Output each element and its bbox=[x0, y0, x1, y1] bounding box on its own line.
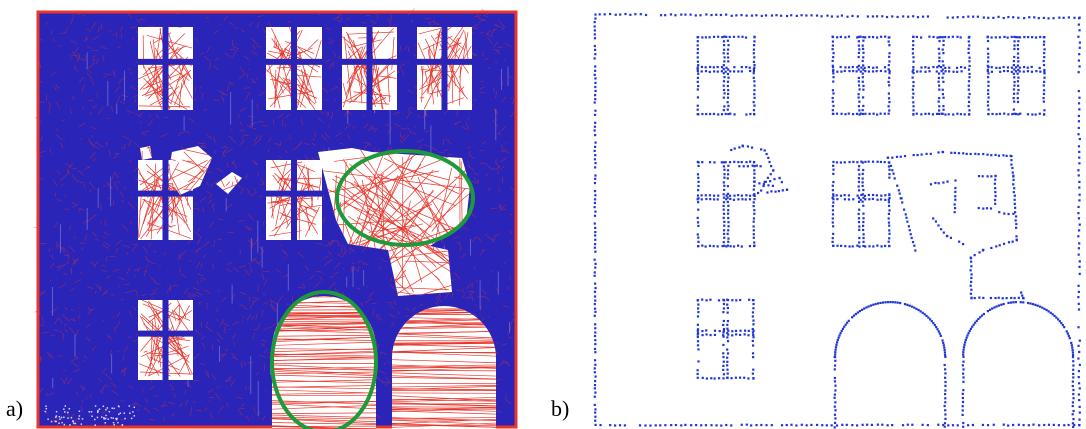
window-hole bbox=[417, 27, 472, 110]
panel-b-label: b) bbox=[551, 396, 570, 421]
window-hole bbox=[138, 27, 193, 110]
mesh-noise bbox=[44, 405, 136, 426]
highlight-ellipse bbox=[335, 149, 475, 247]
window-hole bbox=[342, 27, 397, 110]
boundary-points bbox=[593, 12, 1081, 429]
window-hole bbox=[266, 160, 322, 240]
small-hole bbox=[140, 146, 152, 160]
window-hole bbox=[266, 27, 322, 110]
boundary-canvas bbox=[593, 12, 1081, 429]
panel-a-triangulated-mesh: a) bbox=[0, 0, 540, 429]
door-hole bbox=[272, 296, 376, 429]
door-hole bbox=[392, 306, 496, 429]
panel-a-label: a) bbox=[6, 396, 24, 421]
mesh-canvas bbox=[33, 8, 518, 429]
window-hole bbox=[138, 160, 193, 240]
panel-b-boundary-points: b) bbox=[543, 0, 1086, 429]
highlight-ellipse bbox=[270, 290, 378, 429]
window-hole bbox=[138, 300, 193, 380]
